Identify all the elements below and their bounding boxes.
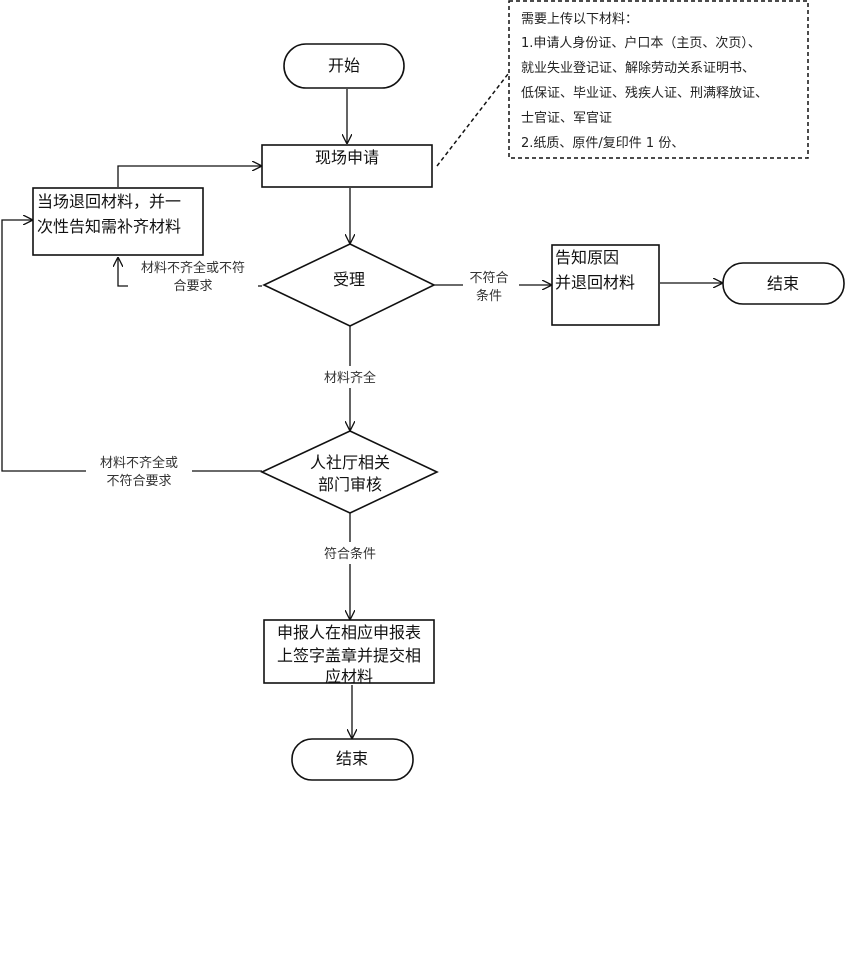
label-qualified: 符合条件 [324, 546, 376, 562]
node-review: 人社厅相关 部门审核 [260, 430, 439, 514]
note-line-6: 2.纸质、原件/复印件 1 份、 [521, 136, 684, 151]
node-apply: 现场申请 [261, 144, 433, 188]
label-not-qualified-line-1: 不符合 [469, 270, 508, 286]
node-return-supplement-line-2: 次性告知需补齐材料 [37, 217, 181, 236]
node-inform-reason-line-1: 告知原因 [555, 248, 619, 267]
note-line-5: 士官证、军官证 [521, 110, 612, 126]
node-review-line-1: 人社厅相关 [310, 453, 390, 472]
node-accept-label: 受理 [333, 270, 365, 289]
node-end-right-label: 结束 [767, 274, 799, 293]
note-line-4: 低保证、毕业证、残疾人证、刑满释放证、 [521, 86, 768, 101]
node-return-supplement: 当场退回材料，并一 次性告知需补齐材料 [32, 187, 204, 256]
label-not-qualified-line-2: 条件 [476, 288, 502, 304]
node-sign-submit: 申报人在相应申报表 上签字盖章并提交相 应材料 [263, 619, 435, 686]
label-incomplete-2-line-1: 材料不齐全或 [100, 455, 178, 471]
node-apply-label: 现场申请 [315, 148, 379, 167]
node-sign-submit-line-2: 上签字盖章并提交相 [277, 646, 421, 665]
node-sign-submit-line-1: 申报人在相应申报表 [277, 623, 421, 642]
note-line-2: 1.申请人身份证、户口本（主页、次页）、 [521, 35, 761, 51]
note-line-3: 就业失业登记证、解除劳动关系证明书、 [521, 60, 755, 76]
node-accept: 受理 [262, 243, 436, 327]
node-end-bottom-label: 结束 [336, 749, 368, 768]
label-incomplete-1-line-1: 材料不齐全或不符 [141, 260, 245, 276]
node-start: 开始 [283, 43, 405, 89]
materials-note: 需要上传以下材料： 1.申请人身份证、户口本（主页、次页）、 就业失业登记证、解… [508, 0, 809, 159]
note-connector [436, 73, 509, 167]
node-start-label: 开始 [328, 56, 360, 75]
node-inform-reason: 告知原因 并退回材料 [551, 244, 660, 326]
label-incomplete-2-line-2: 不符合要求 [106, 473, 171, 489]
node-end-bottom: 结束 [291, 738, 414, 781]
edge-return-apply [117, 166, 261, 187]
node-end-right: 结束 [722, 262, 845, 305]
label-complete: 材料齐全 [324, 370, 376, 386]
label-incomplete-1-line-2: 合要求 [173, 279, 212, 294]
note-line-1: 需要上传以下材料： [521, 12, 638, 27]
node-return-supplement-line-1: 当场退回材料，并一 [37, 192, 181, 211]
node-review-line-2: 部门审核 [318, 475, 382, 494]
node-sign-submit-line-3: 应材料 [325, 667, 373, 686]
edge-labels: 材料不齐全或不符 合要求 不符合 条件 材料齐全 材料不齐全或 不符合要求 符合… [86, 256, 519, 564]
node-inform-reason-line-2: 并退回材料 [555, 273, 635, 292]
